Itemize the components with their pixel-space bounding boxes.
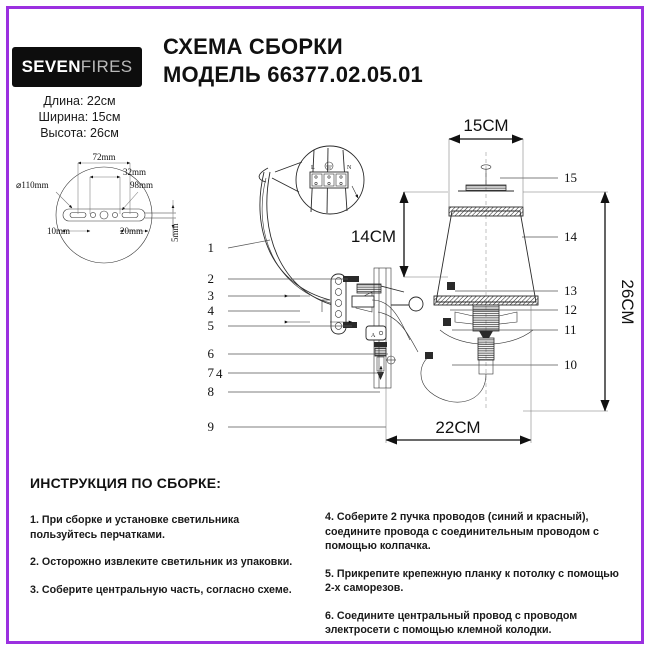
terminal-block-detail: L N: [271, 145, 365, 215]
spec-height: Высота: 26см: [40, 126, 119, 140]
right-callout-lines: [450, 177, 558, 366]
callout-5: 5: [208, 318, 215, 333]
callout-4: 4: [208, 303, 215, 318]
left-callout-numbers: 1 2 3 4 5 6 7 8 9: [208, 240, 215, 434]
logo-text-bold: SEVEN: [21, 57, 81, 76]
lamp-shade: [433, 152, 539, 410]
logo-text-light: FIRES: [80, 57, 133, 76]
callout-15: 15: [564, 170, 577, 185]
plate-dim-98: 98mm: [130, 180, 153, 190]
dimension-total-width: 22СМ: [385, 305, 532, 445]
callout-14: 14: [564, 229, 578, 244]
callout-12: 12: [564, 302, 577, 317]
callout-3: 3: [208, 288, 215, 303]
instruction-item-5: 5. Прикрепите крепежную планку к потолку…: [325, 567, 619, 595]
callout-7: 7: [208, 365, 215, 380]
plate-dim-72: 72mm: [92, 152, 115, 162]
plate-dim-32: 32mm: [123, 167, 146, 177]
instruction-item-4: 4. Соберите 2 пучка проводов (синий и кр…: [325, 511, 599, 552]
central-mechanism: A: [351, 267, 424, 389]
instructions-column-right: 4. Соберите 2 пучка проводов (синий и кр…: [325, 510, 625, 650]
callout-8: 8: [208, 384, 215, 399]
terminal-label-n: N: [347, 165, 352, 171]
page-title: СХЕМА СБОРКИ МОДЕЛЬ 66377.02.05.01: [163, 33, 423, 89]
spec-width: Ширина: 15см: [38, 110, 121, 124]
instruction-item-3: 3. Соберите центральную часть, согласно …: [30, 583, 292, 596]
plate-diameter: ⌀110mm: [16, 180, 49, 190]
spec-length: Длина: 22см: [43, 94, 116, 108]
instructions-heading: ИНСТРУКЦИЯ ПО СБОРКЕ:: [30, 475, 222, 491]
callout-9: 9: [208, 419, 215, 434]
left-callout-lines: 4: [216, 239, 388, 428]
right-callout-numbers: 15 14 13 12 11 10: [564, 170, 578, 372]
socket-assembly: [420, 304, 534, 403]
title-line-2: МОДЕЛЬ 66377.02.05.01: [163, 62, 423, 87]
callout-13: 13: [564, 283, 577, 298]
plate-dim-5: 5mm: [170, 223, 180, 242]
dim-label-15cm: 15СМ: [463, 116, 508, 135]
mounting-plate-detail: 72mm 32mm ⌀110mm 98mm 10mm 20mm 5: [16, 152, 180, 264]
title-line-1: СХЕМА СБОРКИ: [163, 34, 343, 59]
callout-11: 11: [564, 322, 577, 337]
instruction-item-6: 6. Соедините центральный провод с провод…: [325, 609, 578, 637]
plate-dim-20: 20mm: [120, 226, 143, 236]
dimension-total-height: 26СМ: [523, 191, 637, 412]
callout-extra-4: 4: [216, 366, 223, 381]
instruction-item-2: 2. Осторожно извлеките светильник из упа…: [30, 556, 293, 568]
dim-label-14cm: 14СМ: [351, 227, 396, 246]
dim-label-26cm: 26СМ: [618, 279, 637, 324]
dimension-shade-width: 15СМ: [448, 116, 524, 209]
callout-6: 6: [208, 346, 215, 361]
wall-bracket: [330, 273, 359, 335]
callout-10: 10: [564, 357, 577, 372]
callout-1: 1: [208, 240, 215, 255]
lead-connectors: [386, 282, 455, 365]
dimension-arm-height: 14СМ: [351, 191, 448, 278]
callout-2: 2: [208, 271, 215, 286]
lamp-arm-assembly: [258, 167, 337, 307]
svg-text:A: A: [371, 333, 376, 339]
instruction-item-1: 1. При сборке и установке светильника по…: [30, 514, 240, 541]
plate-dim-10: 10mm: [47, 226, 70, 236]
terminal-label-l: L: [311, 165, 315, 171]
product-specs: Длина: 22см Ширина: 15см Высота: 26см: [12, 93, 147, 141]
dim-label-22cm: 22СМ: [435, 418, 480, 437]
instructions-column-left: 1. При сборке и установке светильника по…: [30, 513, 300, 610]
